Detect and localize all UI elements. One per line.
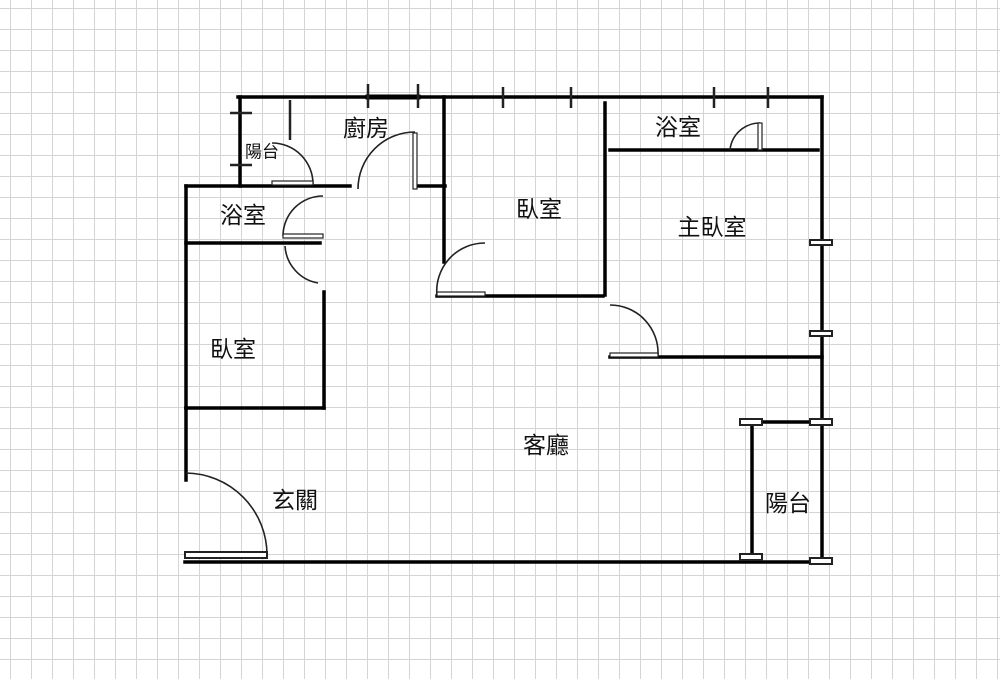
room-label-bedroom-left: 臥室 <box>210 337 256 363</box>
room-label-living-room: 客廳 <box>523 433 569 459</box>
room-label-balcony-right: 陽台 <box>765 491 811 517</box>
room-label-master-bedroom: 主臥室 <box>677 215 747 241</box>
room-label-kitchen: 廚房 <box>343 116 389 142</box>
room-label-balcony-small: 陽台 <box>245 142 279 163</box>
room-label-entrance: 玄關 <box>272 488 318 514</box>
room-label-bedroom-middle: 臥室 <box>516 197 562 223</box>
doors <box>184 122 763 559</box>
room-label-bath-right: 浴室 <box>655 115 701 141</box>
room-label-bath-left: 浴室 <box>220 203 266 229</box>
windows <box>230 84 833 565</box>
